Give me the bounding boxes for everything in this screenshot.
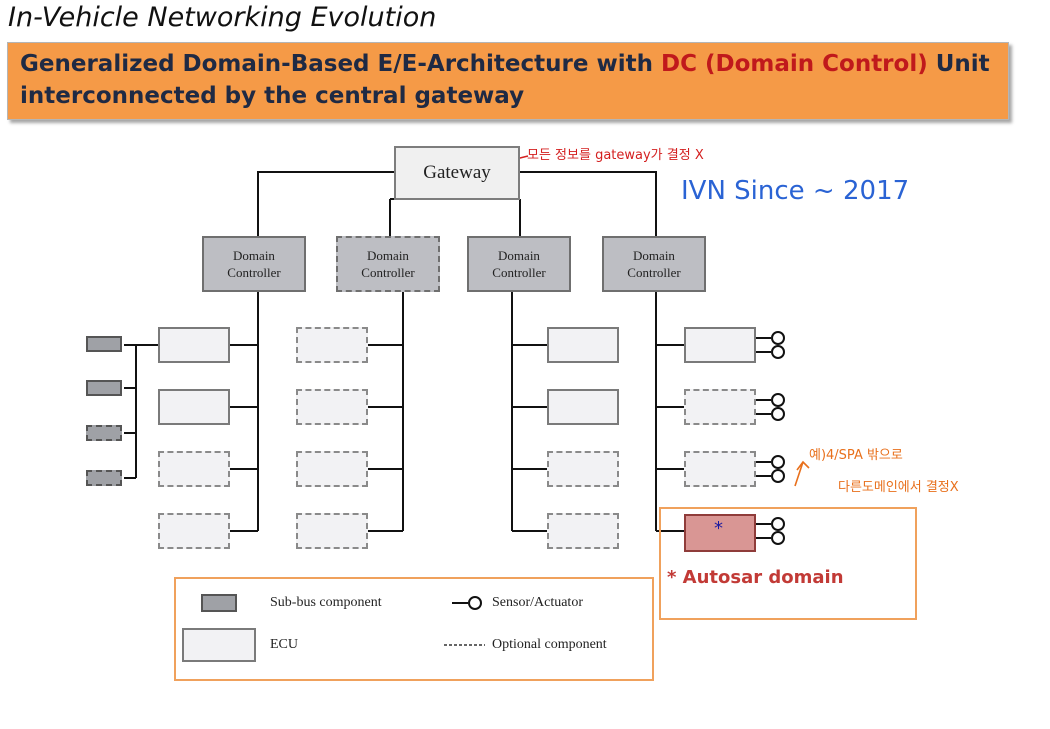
gateway-annotation: 모든 정보를 gateway가 결정 X (527, 148, 704, 163)
sub-bus-component (86, 380, 122, 396)
ecu-optional (296, 327, 368, 363)
autosar-ecu (684, 514, 756, 552)
dc-line1: Domain (498, 248, 540, 263)
ecu-optional (684, 389, 756, 425)
legend-sub-bus-label: Sub-bus component (270, 595, 382, 610)
dc-line1: Domain (367, 248, 409, 263)
domain-annotation-1: 예)4/SPA 밖으로 (809, 448, 903, 463)
domain-controller-3: Domain Controller (467, 236, 571, 292)
sensor-actuator-symbols (756, 331, 785, 545)
legend-frame (174, 577, 654, 681)
dc-line2: Controller (227, 265, 281, 280)
ecu-optional (296, 513, 368, 549)
autosar-star: * (714, 518, 723, 539)
era-label: IVN Since ~ 2017 (681, 176, 910, 206)
subtitle-banner: Generalized Domain-Based E/E-Architectur… (7, 42, 1009, 120)
autosar-label: * Autosar domain (667, 567, 844, 588)
ecu-optional (158, 451, 230, 487)
gateway-box: Gateway (394, 146, 520, 200)
legend-sensor-label: Sensor/Actuator (492, 595, 583, 610)
ecu-optional (296, 389, 368, 425)
ecu-optional (547, 451, 619, 487)
ecu-optional (158, 513, 230, 549)
domain-controller-4: Domain Controller (602, 236, 706, 292)
legend-ecu-swatch (182, 628, 256, 662)
dc-line1: Domain (633, 248, 675, 263)
annotation-arrow (794, 460, 810, 487)
banner-text-after: Unit interconnected by the central gatew… (20, 51, 990, 109)
dc-line1: Domain (233, 248, 275, 263)
domain-controller-2-optional: Domain Controller (336, 236, 440, 292)
autosar-domain-frame (659, 507, 917, 620)
ecu (158, 327, 230, 363)
legend-optional-label: Optional component (492, 637, 607, 652)
slide-title: In-Vehicle Networking Evolution (8, 2, 437, 33)
ecu-optional (684, 451, 756, 487)
sub-bus-component-optional (86, 470, 122, 486)
ecu (547, 327, 619, 363)
ecu-optional (547, 513, 619, 549)
legend-ecu-label: ECU (270, 637, 298, 652)
dc-line2: Controller (492, 265, 546, 280)
banner-highlight: DC (Domain Control) (661, 51, 928, 77)
legend-sub-bus-swatch (201, 594, 237, 612)
domain-annotation-2: 다른도메인에서 결정X (838, 480, 959, 495)
gateway-label: Gateway (423, 162, 491, 183)
dc-line2: Controller (627, 265, 681, 280)
domain-controller-1: Domain Controller (202, 236, 306, 292)
ecu (158, 389, 230, 425)
dc-line2: Controller (361, 265, 415, 280)
ecu (684, 327, 756, 363)
legend-sensor-symbol (452, 596, 482, 610)
sub-bus-component (86, 336, 122, 352)
ecu-optional (296, 451, 368, 487)
sub-bus-component-optional (86, 425, 122, 441)
banner-text-before: Generalized Domain-Based E/E-Architectur… (20, 51, 661, 77)
ecu (547, 389, 619, 425)
